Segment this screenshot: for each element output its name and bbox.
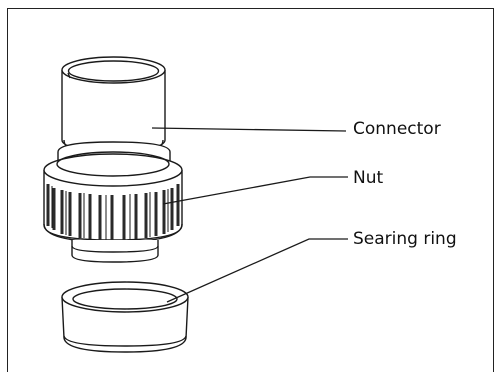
nut-leader-line (162, 176, 348, 205)
connector-label: Connector (353, 119, 441, 139)
nut-part (43, 141, 183, 263)
sealing-ring-leader-line (166, 238, 348, 303)
nut-label: Nut (353, 168, 384, 188)
connector-part (61, 56, 166, 157)
connector-leader-line (151, 127, 347, 132)
sealing-ring-label: Searing ring (353, 229, 457, 249)
sealing-ring-part (61, 281, 189, 353)
